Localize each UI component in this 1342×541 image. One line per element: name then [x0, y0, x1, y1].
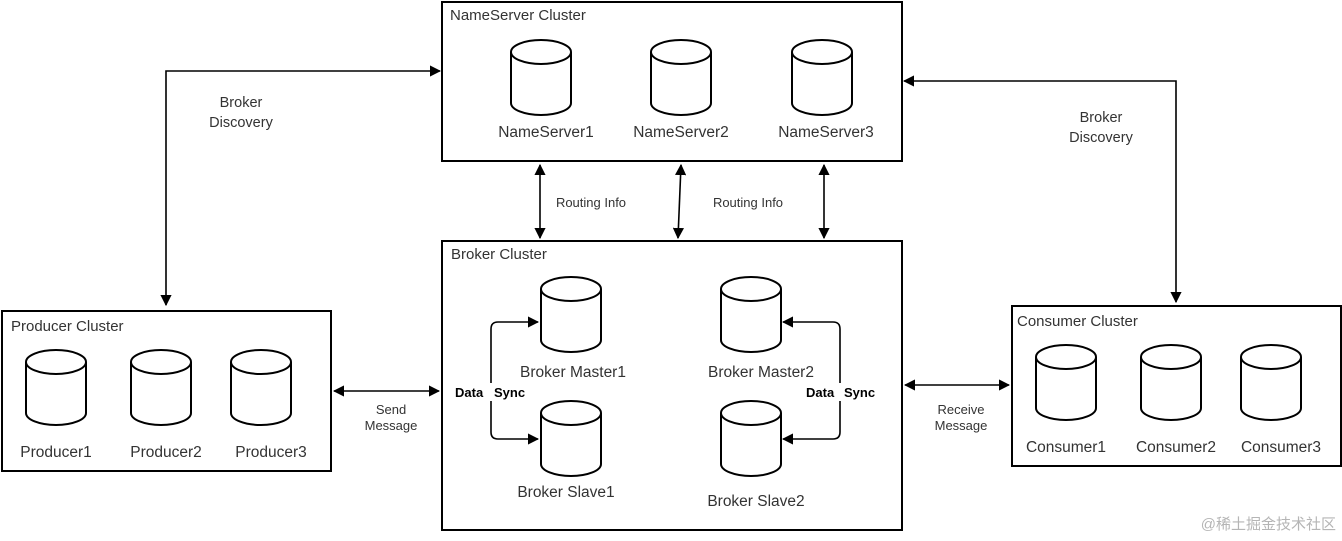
routing-info-label-right: Routing Info [713, 195, 783, 210]
cylinder-rim [130, 361, 192, 375]
nameserver3-icon [791, 39, 853, 116]
watermark: @稀土掘金技术社区 [1201, 516, 1336, 533]
data-sync-label-right-bg [804, 383, 880, 401]
broker-master2-label: Broker Master2 [708, 364, 814, 381]
broker-slave2-icon [720, 400, 782, 477]
consumer2-label: Consumer2 [1136, 439, 1216, 456]
cylinder-body [230, 349, 292, 426]
cylinder-body [510, 39, 572, 116]
nameserver3-label: NameServer3 [778, 124, 874, 141]
cylinder-rim [650, 51, 712, 65]
producer1-icon [25, 349, 87, 426]
cylinder-rim [25, 361, 87, 375]
cylinder-body [791, 39, 853, 116]
consumer-cluster-title: Consumer Cluster [1017, 313, 1138, 330]
cylinder-body [1140, 344, 1202, 421]
data-sync-label-left-word2: Sync [494, 385, 525, 400]
broker-slave1-icon [540, 400, 602, 477]
cylinder-body [720, 276, 782, 353]
producer-discovery-label-line2: Discovery [209, 115, 273, 131]
consumer-discovery-label-line1: Broker [1080, 110, 1123, 126]
producer2-icon [130, 349, 192, 426]
consumer1-icon [1035, 344, 1097, 421]
receive-message-label-line1: Receive [938, 402, 985, 417]
producer-discovery-label-line1: Broker [220, 95, 263, 111]
cylinder-rim [720, 288, 782, 302]
broker-cluster-title: Broker Cluster [451, 246, 547, 263]
cylinder-rim [510, 51, 572, 65]
cylinder-body [25, 349, 87, 426]
broker-master1-icon [540, 276, 602, 353]
send-message-label-line1: Send [376, 402, 406, 417]
cylinder-body [1035, 344, 1097, 421]
data-sync-label-left-bg [453, 383, 529, 401]
cylinder-body [650, 39, 712, 116]
nameserver2-icon [650, 39, 712, 116]
data-sync-label-right-word1: Data [806, 385, 835, 400]
consumer1-label: Consumer1 [1026, 439, 1106, 456]
cylinder-rim [540, 412, 602, 426]
cylinder-rim [1240, 356, 1302, 370]
cylinder-rim [791, 51, 853, 65]
producer3-icon [230, 349, 292, 426]
broker-slave2-label: Broker Slave2 [707, 493, 804, 510]
producer-discovery-connector [160, 65, 442, 307]
consumer2-icon [1140, 344, 1202, 421]
cylinder-rim [540, 288, 602, 302]
producer-cluster-title: Producer Cluster [11, 318, 124, 335]
nameserver1-label: NameServer1 [498, 124, 594, 141]
broker-master1-label: Broker Master1 [520, 364, 626, 381]
routing-info-label-left: Routing Info [556, 195, 626, 210]
consumer3-label: Consumer3 [1241, 439, 1321, 456]
cylinder-rim [230, 361, 292, 375]
nameserver-cluster-title: NameServer Cluster [450, 7, 586, 24]
receive-message-label-line2: Message [935, 418, 988, 433]
broker-master2-icon [720, 276, 782, 353]
cylinder-rim [720, 412, 782, 426]
cylinder-body [540, 400, 602, 477]
nameserver2-label: NameServer2 [633, 124, 729, 141]
nameserver1-icon [510, 39, 572, 116]
cylinder-body [540, 276, 602, 353]
producer1-label: Producer1 [20, 444, 92, 461]
cylinder-rim [1035, 356, 1097, 370]
send-message-label-line2: Message [365, 418, 418, 433]
data-sync-connector-left [490, 316, 540, 445]
consumer-discovery-connector [902, 75, 1182, 304]
data-sync-connector-right [781, 316, 841, 445]
consumer-discovery-label-line2: Discovery [1069, 130, 1133, 146]
cylinder-rim [1140, 356, 1202, 370]
cylinder-body [130, 349, 192, 426]
broker-slave1-label: Broker Slave1 [517, 484, 614, 501]
routing-connector-middle [672, 163, 687, 240]
cylinder-body [720, 400, 782, 477]
consumer3-icon [1240, 344, 1302, 421]
cylinder-body [1240, 344, 1302, 421]
producer3-label: Producer3 [235, 444, 307, 461]
producer2-label: Producer2 [130, 444, 202, 461]
data-sync-label-left-word1: Data [455, 385, 484, 400]
data-sync-label-right-word2: Sync [844, 385, 875, 400]
